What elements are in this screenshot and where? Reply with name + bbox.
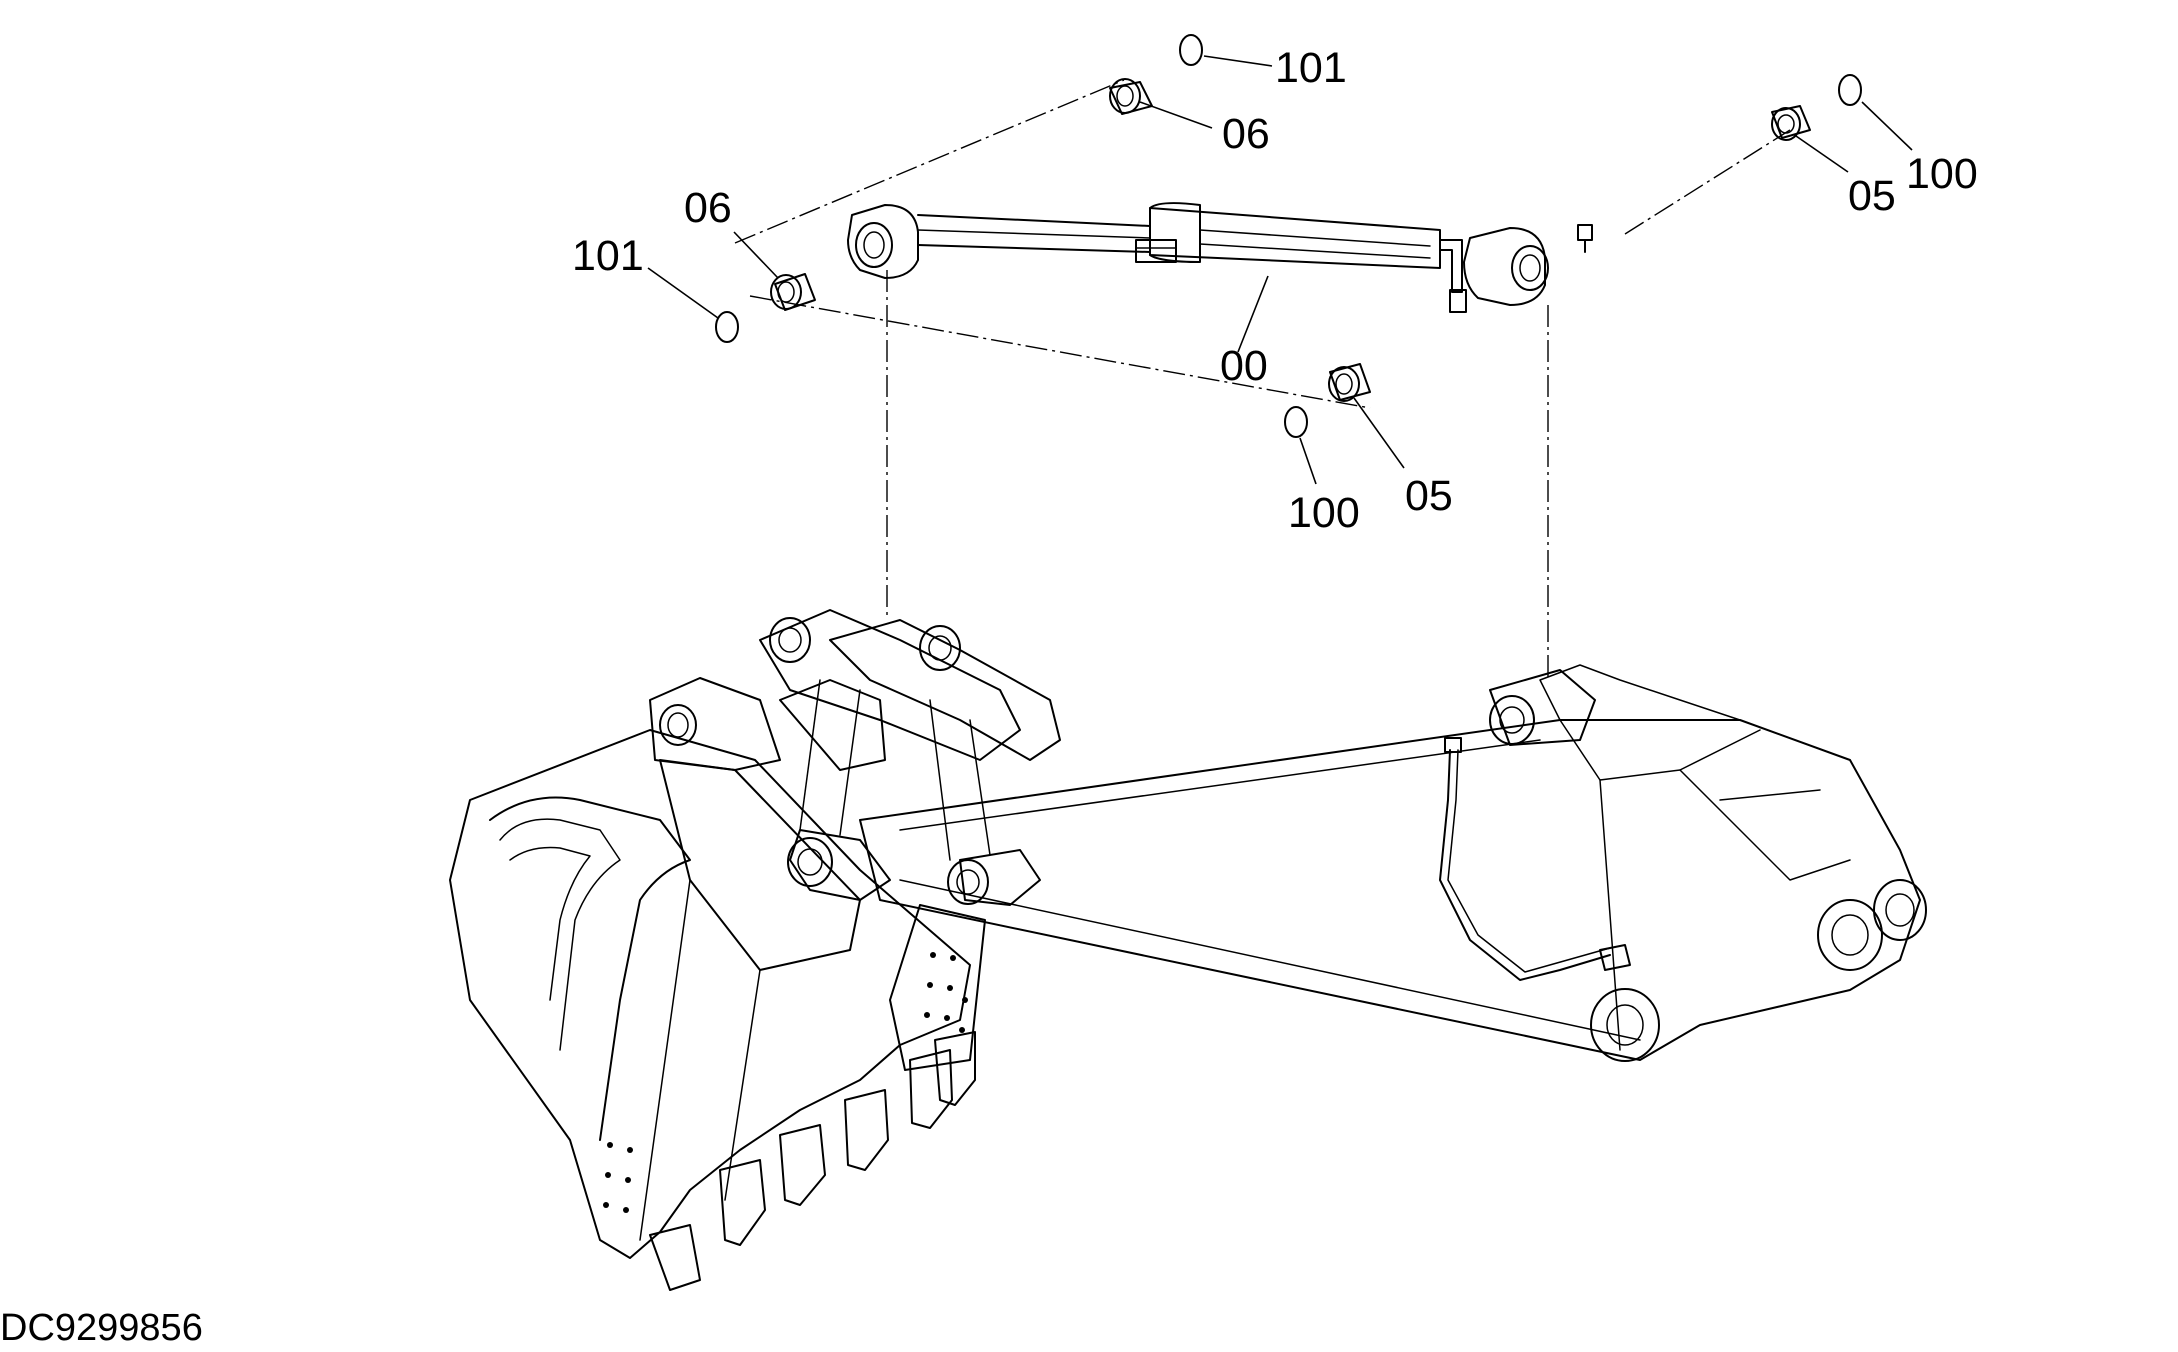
bushing-06-left[interactable] [770,273,816,311]
callout-06-top: 06 [1222,110,1270,158]
callout-00: 00 [1220,342,1268,390]
excavator-arm[interactable] [859,664,1927,1062]
bushing-06-top[interactable] [1109,78,1153,115]
assembly-centerlines [734,79,1791,680]
callout-101-top: 101 [1275,44,1347,92]
o-ring-101-left[interactable] [715,311,739,343]
callout-05-right: 05 [1848,172,1896,220]
o-ring-100-right[interactable] [1838,74,1862,106]
callout-05-mid: 05 [1405,472,1453,520]
bucket-linkage[interactable] [759,609,1061,906]
bushing-05-mid[interactable] [1328,363,1371,402]
callout-101-left: 101 [572,232,644,280]
o-ring-100-mid[interactable] [1284,406,1308,438]
bushing-05-right[interactable] [1771,105,1811,141]
leader-lines [647,55,1913,485]
document-id: DC9299856 [0,1307,203,1349]
hydraulic-cylinder[interactable] [847,202,1593,313]
callout-labels: 101 06 06 101 00 100 05 05 100 [572,44,1978,537]
callout-100-right: 100 [1906,150,1978,198]
bucket[interactable] [449,677,986,1291]
o-ring-101-top[interactable] [1179,34,1203,66]
callout-100-mid: 100 [1288,489,1360,537]
callout-06-left: 06 [684,184,732,232]
